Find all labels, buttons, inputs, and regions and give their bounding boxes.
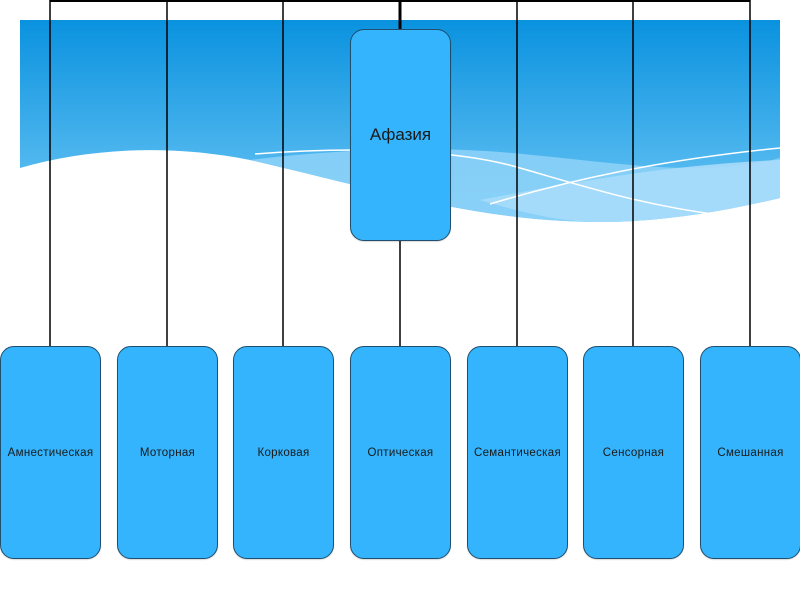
child-node[interactable]: Амнестическая — [0, 346, 101, 559]
child-node-label: Сенсорная — [602, 446, 665, 459]
child-node[interactable]: Моторная — [117, 346, 218, 559]
wave-line-1 — [254, 149, 721, 216]
child-node-label: Оптическая — [367, 446, 434, 459]
child-node-label: Семантическая — [474, 446, 561, 459]
child-node[interactable]: Сенсорная — [583, 346, 684, 559]
wave-line-2 — [489, 147, 781, 205]
child-node-label: Амнестическая — [7, 446, 94, 459]
child-node-label: Смешанная — [717, 446, 784, 459]
root-node-label: Афазия — [369, 125, 432, 144]
child-node-label: Моторная — [139, 446, 196, 459]
wave-light-2 — [480, 160, 780, 222]
root-node-aphasia[interactable]: Афазия — [350, 29, 451, 241]
child-node-label: Корковая — [257, 446, 310, 459]
child-node[interactable]: Корковая — [233, 346, 334, 559]
child-node[interactable]: Смешанная — [700, 346, 800, 559]
child-node[interactable]: Семантическая — [467, 346, 568, 559]
child-node[interactable]: Оптическая — [350, 346, 451, 559]
